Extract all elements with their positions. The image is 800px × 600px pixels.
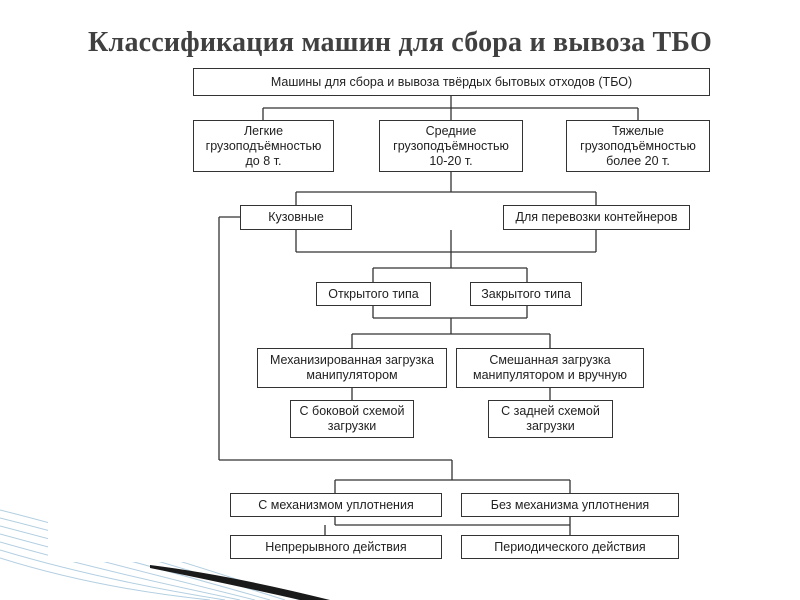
box-open-type: Открытого типа xyxy=(316,282,431,306)
box-capacity-heavy: Тяжелые грузоподъёмностью более 20 т. xyxy=(566,120,710,172)
page-title: Классификация машин для сбора и вывоза Т… xyxy=(88,27,712,58)
box-rear-scheme: С задней схемой загрузки xyxy=(488,400,613,438)
box-side-scheme: С боковой схемой загрузки xyxy=(290,400,414,438)
box-continuous: Непрерывного действия xyxy=(230,535,442,559)
box-without-compaction: Без механизма уплотнения xyxy=(461,493,679,517)
box-mech-loading: Механизированная загрузка манипулятором xyxy=(257,348,447,388)
box-capacity-medium: Средние грузоподъёмностью 10-20 т. xyxy=(379,120,523,172)
box-capacity-light: Легкие грузоподъёмностью до 8 т. xyxy=(193,120,334,172)
box-root: Машины для сбора и вывоза твёрдых бытовы… xyxy=(193,68,710,96)
box-periodic: Периодического действия xyxy=(461,535,679,559)
box-with-compaction: С механизмом уплотнения xyxy=(230,493,442,517)
box-mixed-loading: Смешанная загрузка манипулятором и вручн… xyxy=(456,348,644,388)
box-kuzovnye: Кузовные xyxy=(240,205,352,230)
box-closed-type: Закрытого типа xyxy=(470,282,582,306)
box-containers: Для перевозки контейнеров xyxy=(503,205,690,230)
